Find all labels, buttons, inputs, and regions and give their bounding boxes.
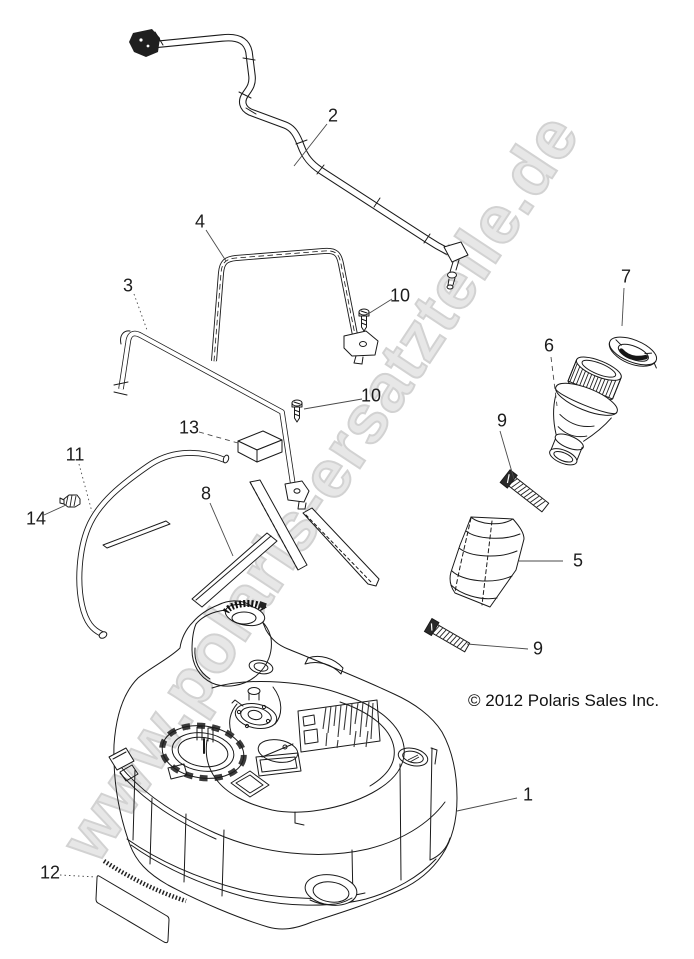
- callout-10-11: 10: [360, 385, 382, 406]
- callout-14-15: 14: [25, 508, 47, 529]
- callout-1-0: 1: [522, 784, 534, 805]
- screw-top: [358, 308, 370, 332]
- elbow-hose: [449, 516, 525, 608]
- fuel-cap: [608, 336, 658, 369]
- callout-7-6: 7: [620, 266, 632, 287]
- foam-strips: [102, 479, 380, 608]
- leader-lines: [43, 123, 625, 878]
- callout-3-2: 3: [122, 275, 134, 296]
- callout-11-12: 11: [65, 444, 85, 465]
- callout-6-5: 6: [543, 335, 555, 356]
- callout-2-1: 2: [327, 105, 339, 126]
- strap-front: [211, 247, 379, 365]
- callout-13-14: 13: [178, 417, 200, 438]
- filler-neck: [549, 356, 622, 466]
- callout-4-3: 4: [194, 211, 206, 232]
- screw-mid: [291, 399, 303, 423]
- callout-9-9: 9: [532, 638, 544, 659]
- callout-10-10: 10: [389, 285, 411, 306]
- fuel-hose: [129, 29, 469, 290]
- copyright-text: © 2012 Polaris Sales Inc.: [468, 691, 660, 710]
- vent-line: [76, 449, 230, 639]
- tank-pad: [95, 875, 170, 944]
- callout-12-13: 12: [39, 862, 61, 883]
- callout-5-4: 5: [572, 550, 584, 571]
- strap-rear: [113, 330, 310, 510]
- hose-clamp-upper: [499, 469, 550, 513]
- callout-9-8: 9: [496, 410, 508, 431]
- hose-clamp-lower: [423, 617, 471, 653]
- fuel-tank: [102, 600, 458, 930]
- callout-8-7: 8: [200, 483, 212, 504]
- clip: [59, 494, 81, 508]
- foam-block: [237, 430, 283, 463]
